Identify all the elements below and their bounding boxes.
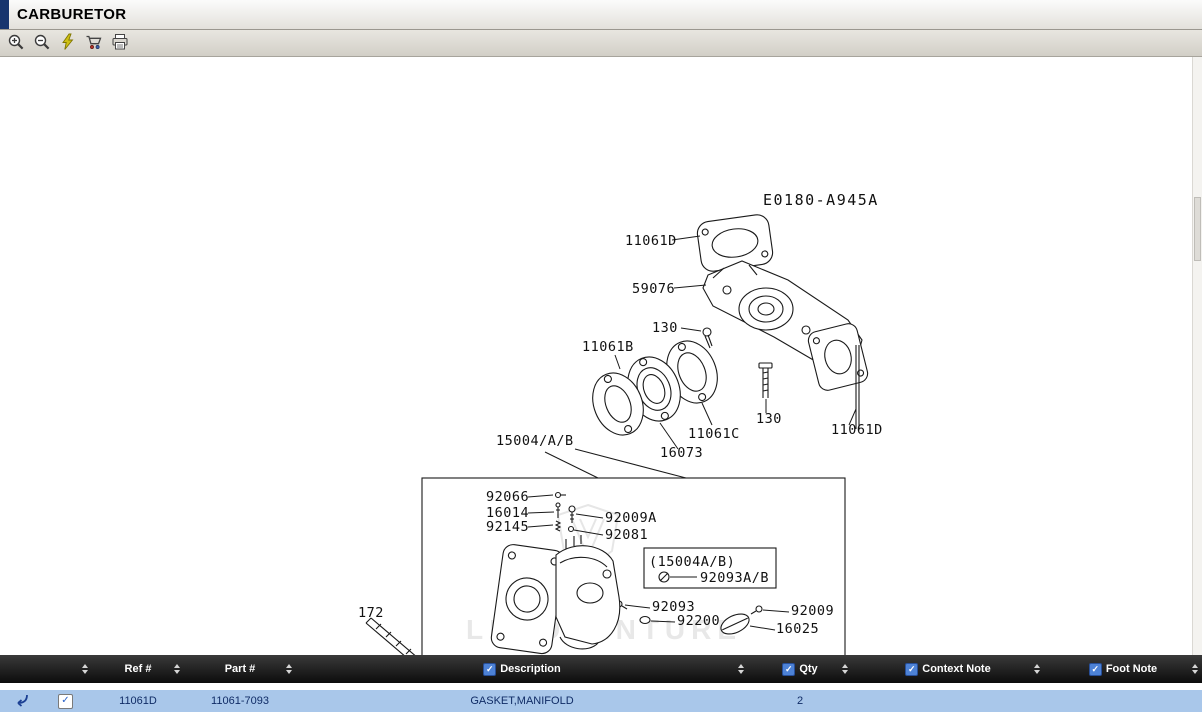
diagram-code: E0180-A945A bbox=[763, 191, 879, 209]
part-labels: 11061D 59076 130 11061B 11061C 16073 130 11061D… bbox=[358, 233, 883, 637]
cell-context-note bbox=[852, 690, 1044, 712]
column-checkbox[interactable]: ✓ bbox=[905, 662, 919, 676]
lightning-icon bbox=[59, 33, 77, 54]
sort-icon[interactable] bbox=[842, 664, 848, 674]
part-label-16025[interactable]: 16025 bbox=[776, 621, 819, 637]
toolbar bbox=[0, 30, 1202, 57]
title-bar: CARBURETOR bbox=[0, 0, 1202, 30]
scrollbar-thumb[interactable] bbox=[1194, 197, 1201, 261]
cell-description: GASKET,MANIFOLD bbox=[470, 695, 574, 707]
part-label-92093[interactable]: 92093 bbox=[652, 599, 695, 615]
sort-icon[interactable] bbox=[174, 664, 180, 674]
part-label-92009a[interactable]: 92009A bbox=[605, 510, 657, 526]
header-label: Description bbox=[500, 663, 561, 675]
cell-context-note bbox=[852, 683, 1044, 685]
header-label: Foot Note bbox=[1105, 663, 1158, 675]
print-button[interactable] bbox=[109, 32, 131, 54]
add-to-cart-button[interactable] bbox=[83, 32, 105, 54]
part-label-92081[interactable]: 92081 bbox=[605, 527, 648, 543]
table-row-selected[interactable]: ✓ 11061D 11061-7093 GASKET,MANIFOLD 2 bbox=[0, 690, 1202, 712]
header-description[interactable]: ✓ Description bbox=[296, 655, 748, 683]
part-label-130[interactable]: 130 bbox=[652, 320, 678, 336]
part-label-15004a-b[interactable]: (15004A/B) bbox=[649, 554, 735, 570]
add-to-cart-icon bbox=[85, 33, 103, 54]
header-label: Ref # bbox=[124, 663, 152, 675]
header-qty[interactable]: ✓ Qty bbox=[748, 655, 852, 683]
part-label-11061c[interactable]: 11061C bbox=[688, 426, 740, 442]
zoom-out-icon bbox=[33, 33, 51, 54]
title-accent-strip bbox=[0, 0, 9, 29]
cell-foot-note bbox=[1044, 690, 1202, 712]
header-label: Part # bbox=[224, 663, 256, 675]
cell-foot-note bbox=[1044, 683, 1202, 685]
header-part[interactable]: Part # bbox=[184, 655, 296, 683]
column-checkbox[interactable]: ✓ bbox=[782, 662, 796, 676]
cell-qty: 2 bbox=[748, 683, 852, 685]
part-label-59076[interactable]: 59076 bbox=[632, 281, 675, 297]
parts-diagram: LEADVENTURE bbox=[358, 191, 883, 655]
zoom-in-button[interactable] bbox=[5, 32, 27, 54]
part-label-92145[interactable]: 92145 bbox=[486, 519, 529, 535]
part-label-16073[interactable]: 16073 bbox=[660, 445, 703, 461]
return-arrow-icon[interactable] bbox=[14, 693, 30, 710]
parts-table: Ref # Part # ✓ Description ✓ Qty ✓ Conte… bbox=[0, 655, 1202, 712]
header-actions[interactable] bbox=[0, 655, 92, 683]
quick-select-button[interactable] bbox=[57, 32, 79, 54]
part-label-172[interactable]: 172 bbox=[358, 605, 384, 621]
sort-icon[interactable] bbox=[286, 664, 292, 674]
table-header-row: Ref # Part # ✓ Description ✓ Qty ✓ Conte… bbox=[0, 655, 1202, 683]
header-context-note[interactable]: ✓ Context Note bbox=[852, 655, 1044, 683]
sort-icon[interactable] bbox=[1192, 664, 1198, 674]
sort-icon[interactable] bbox=[82, 664, 88, 674]
diagram-line-art bbox=[365, 214, 869, 655]
part-label-92009[interactable]: 92009 bbox=[791, 603, 834, 619]
cell-qty: 2 bbox=[796, 695, 804, 707]
part-label-92200[interactable]: 92200 bbox=[677, 613, 720, 629]
cell-description: GASKET,INSULATOR,MANIFOLD bbox=[296, 683, 748, 685]
column-checkbox[interactable]: ✓ bbox=[483, 662, 497, 676]
table-row[interactable]: ✓ 11061C 11061-7086 GASKET,INSULATOR,MAN… bbox=[0, 683, 1202, 690]
zoom-in-icon bbox=[7, 33, 25, 54]
part-label-92066[interactable]: 92066 bbox=[486, 489, 529, 505]
sort-icon[interactable] bbox=[1034, 664, 1040, 674]
part-label-92093a-b[interactable]: 92093A/B bbox=[700, 570, 769, 586]
part-label-130[interactable]: 130 bbox=[756, 411, 782, 427]
cell-part: 11061-7093 bbox=[211, 695, 269, 707]
leader-lines bbox=[527, 235, 857, 631]
sort-icon[interactable] bbox=[738, 664, 744, 674]
cell-ref: 11061C bbox=[92, 683, 184, 685]
cell-part: 11061-7086 bbox=[184, 683, 296, 685]
diagram-area: LEADVENTURE bbox=[0, 57, 1202, 655]
part-label-11061d[interactable]: 11061D bbox=[625, 233, 677, 249]
column-checkbox[interactable]: ✓ bbox=[1088, 662, 1102, 676]
part-label-11061b[interactable]: 11061B bbox=[582, 339, 634, 355]
header-ref[interactable]: Ref # bbox=[92, 655, 184, 683]
print-icon bbox=[111, 33, 129, 54]
header-label: Qty bbox=[799, 663, 818, 675]
part-label-11061d[interactable]: 11061D bbox=[831, 422, 883, 438]
cell-ref: 11061D bbox=[119, 695, 157, 707]
select-part-icon[interactable]: ✓ bbox=[58, 693, 73, 709]
part-label-16014[interactable]: 16014 bbox=[486, 505, 529, 521]
header-label: Context Note bbox=[922, 663, 991, 675]
diagram-scrollbar[interactable] bbox=[1192, 57, 1202, 655]
page-title: CARBURETOR bbox=[17, 6, 127, 23]
zoom-out-button[interactable] bbox=[31, 32, 53, 54]
header-foot-note[interactable]: ✓ Foot Note bbox=[1044, 655, 1202, 683]
part-label-15004-a-b[interactable]: 15004/A/B bbox=[496, 433, 574, 449]
